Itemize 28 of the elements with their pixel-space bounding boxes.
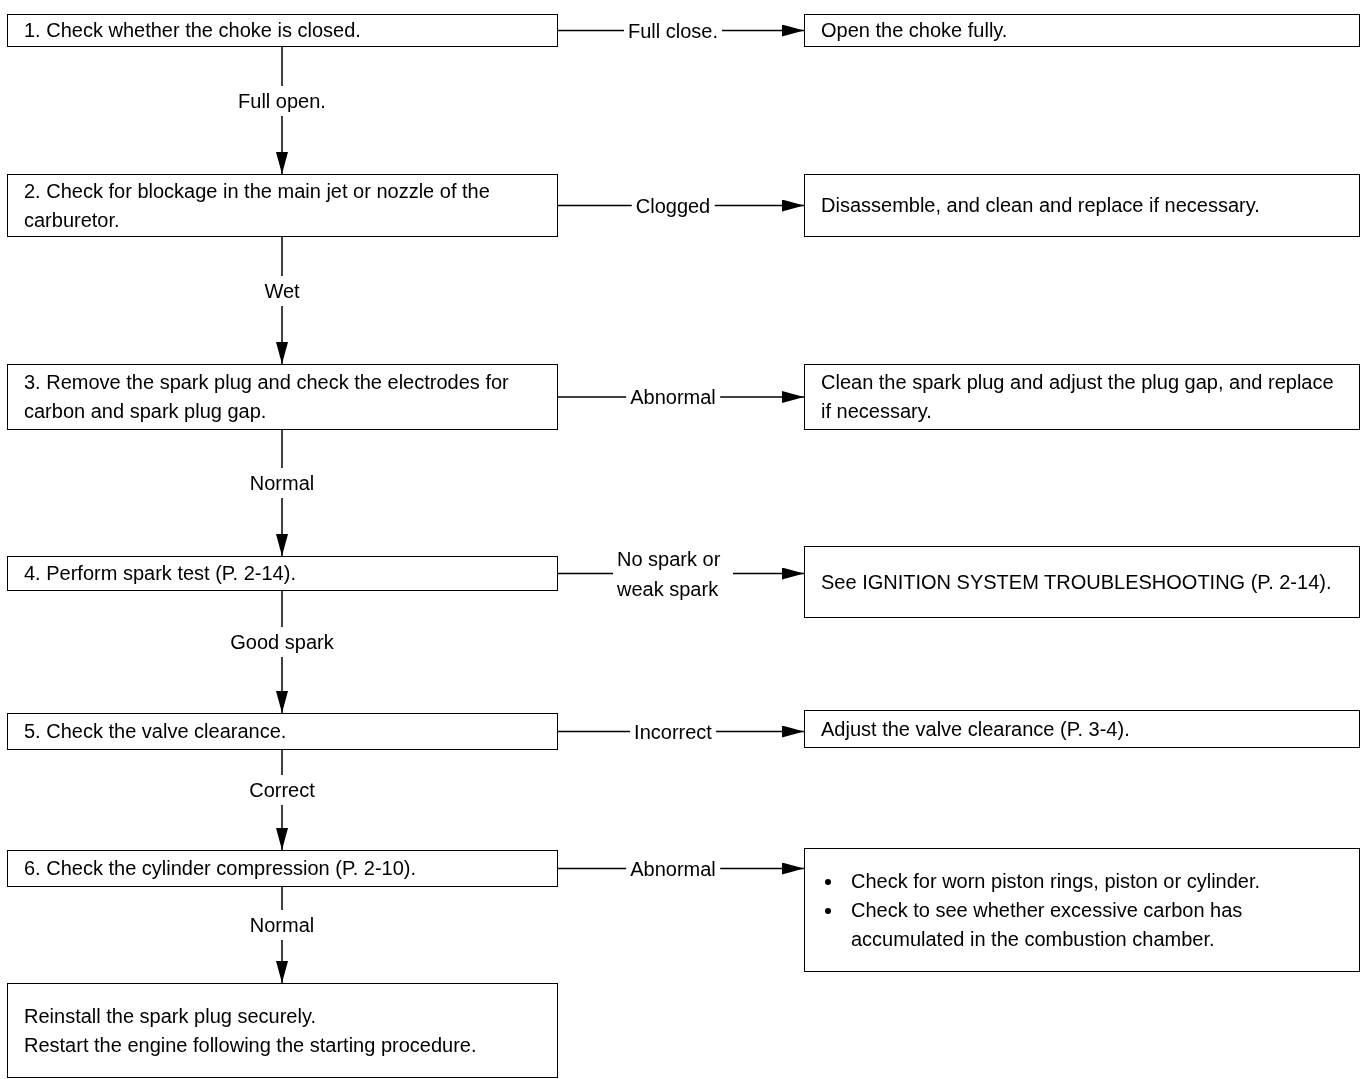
- process-box: [804, 848, 1360, 972]
- bullet-item: Check to see whether excessive carbon has accumulated in the combustion chamber.: [851, 897, 1244, 952]
- box-text: Disassemble, and clean and replace if necessary.: [821, 193, 1261, 218]
- process-box: [7, 364, 558, 430]
- box-text: 2. Check for blockage in the main jet or nozzle of the carburetor.: [24, 178, 491, 233]
- box-text: 4. Perform spark test (P. 2-14).: [24, 561, 297, 586]
- box-text: Open the choke fully.: [821, 18, 1009, 43]
- process-box: [804, 364, 1360, 430]
- process-box: [7, 556, 558, 591]
- process-box: [7, 174, 558, 237]
- box-text: Adjust the valve clearance (P. 3-4).: [821, 716, 1131, 742]
- box-text: Restart the engine following the starting procedure.: [24, 1032, 478, 1058]
- process-box: [804, 14, 1360, 47]
- process-box: [804, 174, 1360, 237]
- box-text: 1. Check whether the choke is closed.: [24, 18, 362, 43]
- box-text: 5. Check the valve clearance.: [24, 719, 288, 744]
- process-box: [7, 14, 558, 47]
- process-box: [804, 710, 1360, 748]
- box-text: See IGNITION SYSTEM TROUBLESHOOTING (P. 2-14).: [821, 569, 1333, 595]
- box-text: Clean the spark plug and adjust the plug gap, and replace if necessary.: [821, 370, 1335, 424]
- bullet-item: Check for worn piston rings, piston or cylinder.: [851, 868, 1261, 894]
- process-box: [7, 713, 558, 750]
- box-text: Reinstall the spark plug securely.: [24, 1003, 317, 1029]
- box-text: 3. Remove the spark plug and check the electrodes for carbon and spark plug gap.: [24, 370, 510, 424]
- process-box: [7, 983, 558, 1078]
- process-box: [804, 546, 1360, 618]
- process-box: [7, 850, 558, 887]
- box-text: 6. Check the cylinder compression (P. 2-10).: [24, 856, 418, 881]
